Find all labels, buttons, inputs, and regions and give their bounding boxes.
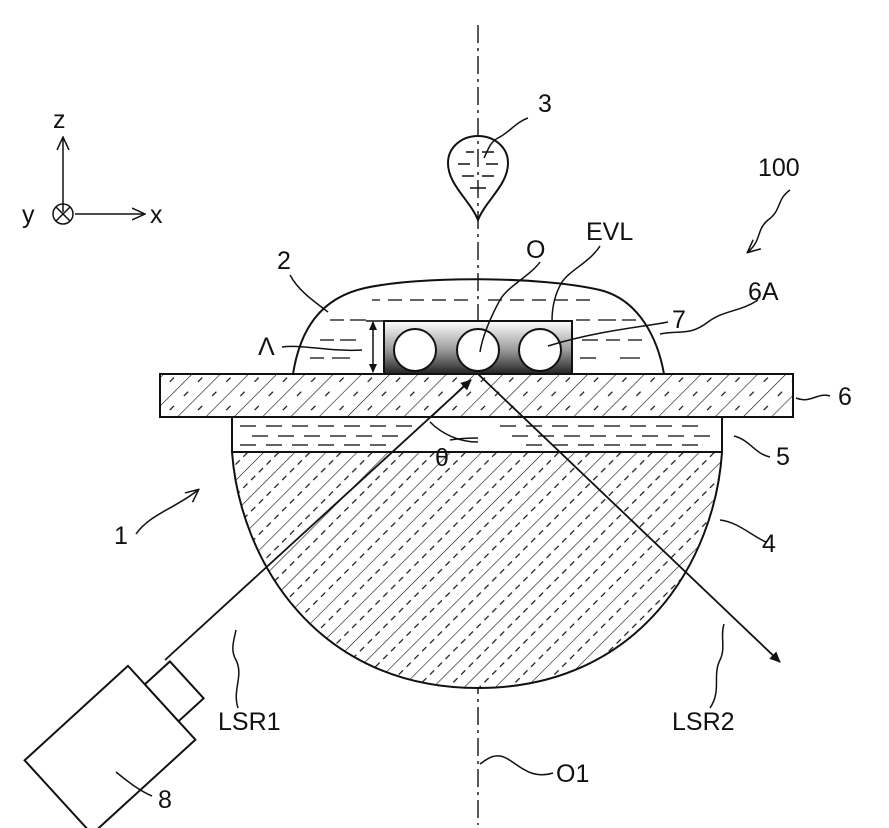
surface-label: 6A — [748, 278, 779, 306]
light-source — [25, 643, 221, 828]
y-axis-label: y — [22, 201, 35, 229]
evl-label: EVL — [586, 218, 633, 246]
coordinate-axes: z y x — [22, 106, 163, 229]
plate — [160, 374, 793, 417]
droplet — [448, 136, 508, 220]
particles-label: 7 — [672, 306, 686, 334]
x-axis-label: x — [150, 201, 163, 229]
thickness-label: Λ — [258, 333, 275, 361]
point-o-label: O — [526, 236, 545, 264]
plate-label: 6 — [838, 383, 852, 411]
film-layer — [232, 417, 722, 452]
sample-liquid-label: 2 — [277, 247, 291, 275]
z-axis-label: z — [53, 106, 66, 134]
axis-label: O1 — [556, 760, 589, 788]
light-source-label: 8 — [158, 786, 172, 814]
thickness-indicator — [366, 321, 384, 373]
film-label: 5 — [776, 443, 790, 471]
laser-in-label: LSR1 — [218, 708, 281, 736]
droplet-label: 3 — [538, 90, 552, 118]
laser-out-label: LSR2 — [672, 708, 735, 736]
evanescent-layer — [384, 321, 572, 374]
particle — [394, 329, 436, 371]
prism — [220, 445, 740, 695]
particle — [457, 329, 499, 371]
prism-label: 4 — [762, 530, 776, 558]
apparatus-label: 100 — [758, 154, 800, 182]
device-label: 1 — [114, 522, 128, 550]
angle-label: θ — [435, 444, 449, 472]
particle — [519, 329, 561, 371]
